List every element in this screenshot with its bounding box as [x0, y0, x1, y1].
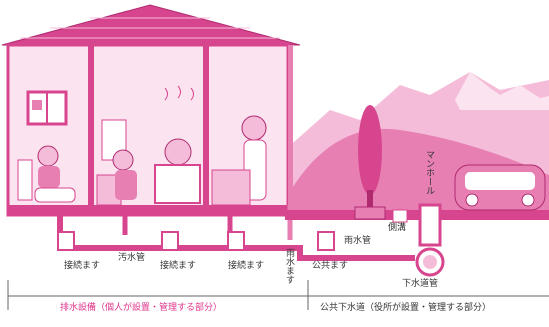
- road: [285, 210, 549, 220]
- label-sosetsu-2: 接続ます: [160, 261, 197, 271]
- inspection-box-2: [161, 231, 179, 251]
- washing-figure: [112, 149, 134, 171]
- label-sosetsu-1: 接続ます: [64, 261, 101, 271]
- label-sokko: 側溝: [388, 223, 407, 233]
- caption-private-drainage: 排水設備（個人が設置・管理する部分）: [60, 303, 223, 313]
- public-box: [317, 231, 335, 251]
- inspection-box-1: [57, 231, 75, 251]
- label-gesuido-kan: 下水道管: [402, 279, 439, 289]
- kitchen-sink: [211, 169, 251, 206]
- house-floor: [8, 205, 288, 215]
- gutter: [392, 209, 408, 223]
- planter: [354, 206, 386, 220]
- inspection-box-3: [227, 231, 245, 251]
- bathing-figure: [164, 138, 192, 166]
- house-roof: [1, 4, 301, 46]
- label-usui-kan: 雨水管: [344, 236, 372, 246]
- label-osui-kan: 汚水管: [118, 253, 146, 263]
- bathtub: [154, 164, 201, 204]
- label-sosetsu-3: 接続ます: [228, 261, 265, 271]
- toilet: [34, 187, 76, 203]
- cook-figure: [241, 115, 267, 141]
- manhole-shaft: [418, 203, 442, 247]
- label-kokyo-masu: 公共ます: [312, 261, 349, 271]
- label-usui-masu: 雨水ます: [284, 248, 294, 284]
- snow-peaks: [455, 72, 549, 110]
- rain-downpipe: [288, 45, 293, 205]
- tree: [358, 105, 382, 195]
- label-manhole: マンホール: [424, 150, 434, 195]
- child-figure: [37, 145, 59, 167]
- caption-public-sewer: 公共下水道（役所が設置・管理する部分）: [320, 303, 492, 313]
